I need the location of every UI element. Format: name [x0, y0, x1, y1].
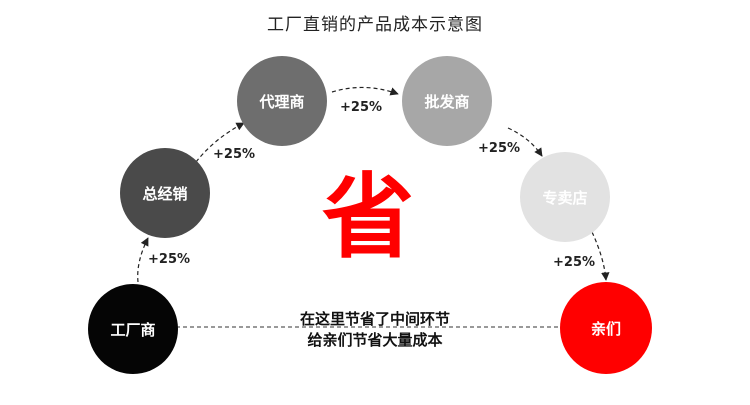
node-distributor-label: 总经销 — [142, 184, 188, 203]
node-agent: 代理商 — [237, 56, 327, 146]
node-wholesaler: 批发商 — [402, 56, 492, 146]
arrow-factory-to-distributor — [137, 237, 149, 283]
node-store: 专卖店 — [520, 152, 610, 242]
markup-label: +25% — [478, 141, 521, 156]
markup-label: +25% — [213, 147, 256, 162]
node-agent-label: 代理商 — [259, 92, 305, 111]
node-factory: 工厂商 — [88, 284, 178, 374]
diagram-title: 工厂直销的产品成本示意图 — [267, 15, 483, 35]
node-wholesaler-label: 批发商 — [424, 92, 470, 111]
markup-label: +25% — [148, 252, 191, 267]
note-line-1: 在这里节省了中间环节 — [299, 310, 450, 328]
node-distributor: 总经销 — [120, 148, 210, 238]
markup-label: +25% — [553, 255, 596, 270]
node-store-label: 专卖店 — [542, 188, 588, 207]
node-customer-label: 亲们 — [590, 319, 621, 338]
markup-label: +25% — [340, 100, 383, 115]
note-line-2: 给亲们节省大量成本 — [307, 331, 443, 349]
node-factory-label: 工厂商 — [110, 320, 156, 339]
arrow-agent-to-wholesaler — [331, 86, 399, 96]
arrow-wholesaler-to-store — [507, 127, 543, 157]
save-character: 省 — [321, 164, 414, 271]
arrow-distributor-to-agent — [195, 122, 245, 163]
node-customer: 亲们 — [560, 282, 652, 374]
